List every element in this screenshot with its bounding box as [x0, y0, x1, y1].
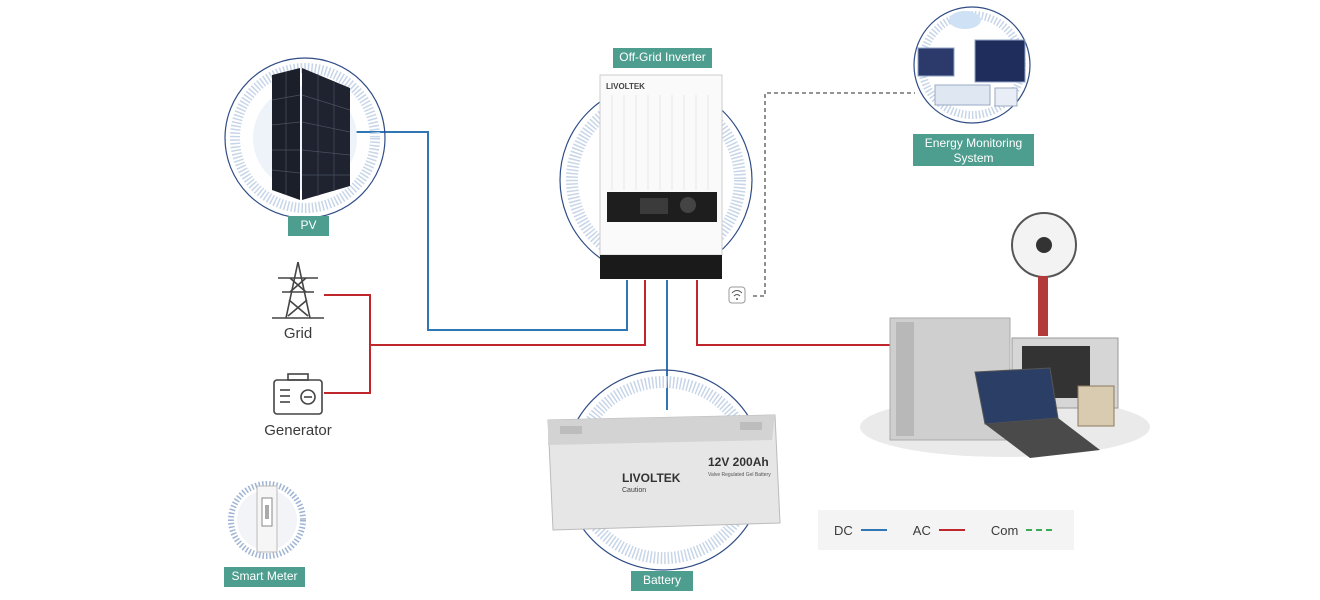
inverter-brand: LIVOLTEK	[606, 82, 645, 91]
appliances-icon	[860, 212, 1150, 458]
battery-icon	[547, 414, 781, 531]
legend-ac-label: AC	[912, 522, 931, 538]
wifi-icon	[728, 286, 746, 304]
solar-panel-icon	[271, 68, 351, 200]
generator-icon	[273, 373, 323, 415]
pv-label: PV	[288, 216, 329, 236]
ems-label: Energy Monitoring System	[913, 134, 1034, 166]
legend-com-label: Com	[990, 522, 1019, 538]
smart-meter-label: Smart Meter	[224, 567, 305, 587]
battery-brand: LIVOLTEK	[622, 471, 681, 485]
legend: DC AC Com	[818, 510, 1074, 550]
ac-line-swatch	[938, 529, 965, 531]
inverter-label: Off-Grid Inverter	[613, 48, 712, 68]
grid-tower-icon	[272, 261, 324, 319]
smart-meter-icon	[256, 485, 278, 553]
generator-label: Generator	[264, 422, 332, 439]
battery-subspec: Valve Regulated Gel Battery	[708, 472, 771, 478]
legend-dc: DC	[834, 523, 887, 538]
legend-dc-label: DC	[834, 522, 853, 538]
battery-spec: 12V 200Ah	[708, 455, 769, 469]
grid-label: Grid	[283, 325, 313, 342]
legend-com: Com	[990, 522, 1053, 538]
legend-ac: AC	[913, 523, 965, 538]
dc-lines	[352, 131, 668, 410]
com-line	[753, 92, 915, 297]
monitoring-devices-icon	[917, 11, 1026, 107]
battery-caution: Caution	[622, 487, 646, 494]
ac-lines	[324, 280, 890, 394]
source-ac-line	[370, 280, 646, 346]
dc-line-swatch	[860, 529, 887, 531]
com-line-swatch	[1026, 529, 1053, 531]
inverter-icon	[599, 74, 723, 279]
grid-ac-line	[324, 294, 371, 394]
pv-dc-line	[352, 131, 628, 331]
battery-label: Battery	[631, 571, 693, 591]
load-ac-line	[696, 280, 890, 346]
